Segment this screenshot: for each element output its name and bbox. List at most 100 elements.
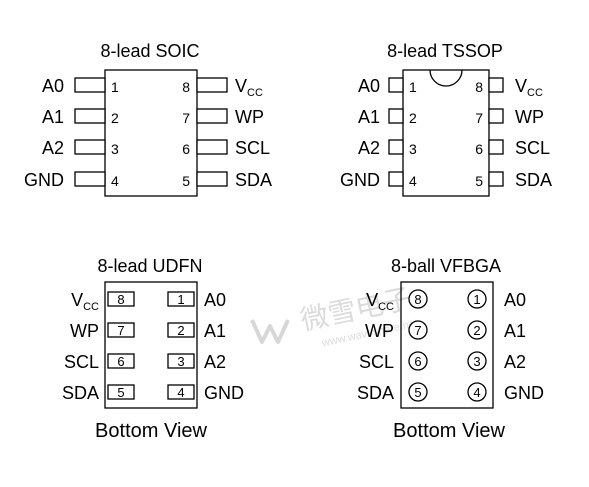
- soic-pin-number: 2: [111, 110, 119, 126]
- soic-body: [104, 69, 198, 197]
- udfn-pin-name: SDA: [62, 383, 99, 403]
- tssop-lead-3: [388, 139, 404, 155]
- udfn-pad-3: [167, 353, 195, 369]
- soic-pin-number: 8: [182, 79, 190, 95]
- udfn-pin-name: GND: [204, 383, 244, 403]
- vfbga-ball-7: [408, 320, 428, 340]
- udfn-pin-number: 8: [117, 292, 124, 307]
- soic-lead-1: [74, 77, 106, 93]
- vfbga-ball-8: [408, 289, 428, 309]
- watermark-logo-icon: [250, 319, 290, 344]
- tssop-lead-6: [488, 139, 504, 155]
- soic-pin-name: SDA: [235, 170, 272, 190]
- vfbga-pin-number: 3: [473, 354, 480, 369]
- udfn-pin-number: 5: [117, 385, 124, 400]
- watermark: 微雪电子 www.waveshare.net: [250, 283, 419, 350]
- tssop-pin-name: A2: [358, 138, 380, 158]
- udfn-pad-4: [167, 384, 195, 400]
- udfn-pad-1: [167, 291, 195, 307]
- vfbga-ball-3: [467, 351, 487, 371]
- tssop-pin-number: 8: [475, 79, 483, 95]
- vfbga-package: 8-ball VFBGA 8 7 6 5 1 2 3 4 VCC WP SCL …: [357, 256, 544, 442]
- vfbga-pin-name: SDA: [357, 383, 394, 403]
- tssop-lead-8: [488, 77, 504, 93]
- vfbga-body: [400, 281, 494, 409]
- udfn-pin-number: 3: [177, 354, 184, 369]
- vfbga-pin-name: VCC: [366, 290, 394, 313]
- udfn-pin-name: A1: [204, 321, 226, 341]
- tssop-lead-2: [388, 108, 404, 124]
- udfn-view-label: Bottom View: [95, 420, 207, 442]
- tssop-title: 8-lead TSSOP: [387, 41, 503, 61]
- soic-pin-name: GND: [24, 170, 64, 190]
- soic-lead-5: [196, 171, 228, 187]
- vfbga-ball-2: [467, 320, 487, 340]
- tssop-pin-name: VCC: [515, 76, 543, 99]
- soic-pin-number: 6: [182, 141, 190, 157]
- soic-lead-7: [196, 108, 228, 124]
- tssop-pin-name: A0: [358, 76, 380, 96]
- vfbga-pin-name: WP: [365, 321, 394, 341]
- tssop-pin-name: SCL: [515, 138, 550, 158]
- soic-pin-name: A2: [42, 138, 64, 158]
- vfbga-pin-number: 7: [414, 323, 421, 338]
- tssop-lead-7: [488, 108, 504, 124]
- udfn-package: 8-lead UDFN 8 7 6 5 1 2 3 4 VCC WP SCL S…: [62, 256, 244, 442]
- soic-pin-name: SCL: [235, 138, 270, 158]
- vfbga-pin-name: SCL: [359, 352, 394, 372]
- vfbga-title: 8-ball VFBGA: [391, 256, 501, 276]
- soic-package: 8-lead SOIC A0 A1 A2 GND 1 2 3 4 8 7 6 5…: [24, 41, 272, 197]
- vfbga-pin-number: 5: [414, 385, 421, 400]
- vfbga-pin-name: GND: [504, 383, 544, 403]
- tssop-lead-5: [488, 171, 504, 187]
- soic-lead-6: [196, 139, 228, 155]
- soic-lead-8: [196, 77, 228, 93]
- tssop-pin-number: 1: [409, 79, 417, 95]
- soic-lead-4: [74, 171, 106, 187]
- udfn-pin-name: WP: [70, 321, 99, 341]
- tssop-pin-number: 6: [475, 141, 483, 157]
- vfbga-ball-6: [408, 351, 428, 371]
- udfn-pin-number: 7: [117, 323, 124, 338]
- vfbga-ball-5: [408, 382, 428, 402]
- soic-lead-2: [74, 108, 106, 124]
- udfn-title: 8-lead UDFN: [97, 256, 202, 276]
- udfn-pin-number: 1: [177, 292, 184, 307]
- tssop-pin-name: GND: [340, 170, 380, 190]
- soic-pin-number: 7: [182, 110, 190, 126]
- udfn-pad-2: [167, 322, 195, 338]
- tssop-pin1-notch: [429, 69, 463, 87]
- soic-pin-number: 5: [182, 173, 190, 189]
- udfn-pin-number: 6: [117, 354, 124, 369]
- vfbga-pin-name: A0: [504, 290, 526, 310]
- tssop-lead-1: [388, 77, 404, 93]
- soic-lead-3: [74, 139, 106, 155]
- tssop-pin-name: SDA: [515, 170, 552, 190]
- vfbga-pin-number: 2: [473, 323, 480, 338]
- soic-title: 8-lead SOIC: [100, 41, 199, 61]
- udfn-pad-5: [107, 384, 135, 400]
- tssop-pin-number: 7: [475, 110, 483, 126]
- soic-pin-number: 4: [111, 173, 119, 189]
- udfn-pad-6: [107, 353, 135, 369]
- vfbga-ball-1: [467, 289, 487, 309]
- vfbga-pin-number: 8: [414, 292, 421, 307]
- vfbga-pin-number: 1: [473, 292, 480, 307]
- udfn-pin-number: 2: [177, 323, 184, 338]
- tssop-pin-number: 2: [409, 110, 417, 126]
- udfn-pin-name: SCL: [64, 352, 99, 372]
- udfn-pin-number: 4: [177, 385, 184, 400]
- udfn-pad-7: [107, 322, 135, 338]
- soic-pin-name: WP: [235, 107, 264, 127]
- soic-pin-name: A0: [42, 76, 64, 96]
- tssop-package: 8-lead TSSOP A0 A1 A2 GND 1 2 3 4 8 7 6 …: [340, 41, 552, 197]
- tssop-pin-number: 4: [409, 173, 417, 189]
- tssop-pin-number: 3: [409, 141, 417, 157]
- tssop-pin-name: A1: [358, 107, 380, 127]
- vfbga-pin-number: 4: [473, 385, 480, 400]
- udfn-body: [104, 281, 198, 409]
- tssop-lead-4: [388, 171, 404, 187]
- vfbga-pin-name: A1: [504, 321, 526, 341]
- udfn-pin-name: A2: [204, 352, 226, 372]
- soic-pin-number: 3: [111, 141, 119, 157]
